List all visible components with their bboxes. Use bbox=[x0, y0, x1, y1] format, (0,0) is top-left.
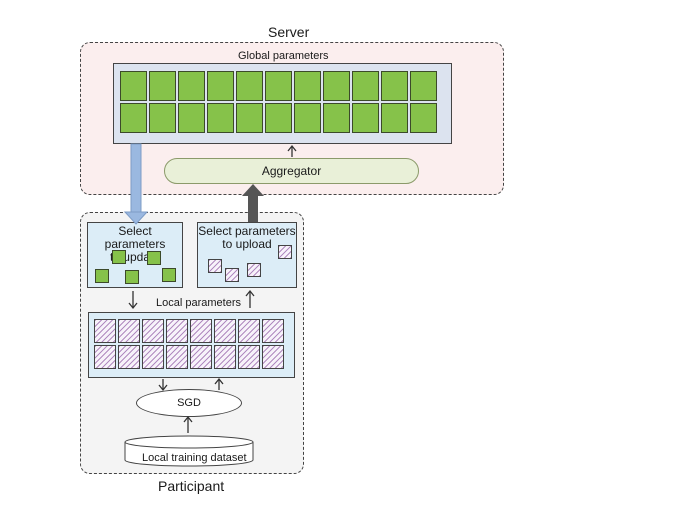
global-param-cell bbox=[207, 103, 234, 133]
global-param-cell bbox=[381, 103, 408, 133]
select-upload-panel: Select parameters to upload bbox=[197, 222, 297, 288]
global-param-cell bbox=[410, 71, 437, 101]
update-to-local-arrow bbox=[128, 291, 138, 310]
selected-param-square bbox=[125, 270, 139, 284]
local-param-cell bbox=[118, 345, 140, 369]
local-param-cell bbox=[262, 345, 284, 369]
upload-arrow bbox=[242, 184, 264, 222]
local-parameters-panel bbox=[88, 312, 295, 378]
local-param-cell bbox=[214, 319, 236, 343]
global-param-cell bbox=[265, 71, 292, 101]
global-param-cell bbox=[149, 71, 176, 101]
local-param-cell bbox=[94, 319, 116, 343]
upload-param-square bbox=[278, 245, 292, 259]
dataset-to-sgd-arrow bbox=[183, 415, 193, 433]
global-param-cell bbox=[149, 103, 176, 133]
local-to-sgd-arrow bbox=[158, 379, 168, 392]
select-upload-label: Select parameters to upload bbox=[198, 225, 296, 251]
local-param-cell bbox=[262, 319, 284, 343]
selected-param-square bbox=[162, 268, 176, 282]
participant-title: Participant bbox=[158, 478, 225, 494]
download-arrow bbox=[123, 143, 149, 225]
select-upload-label-line2: to upload bbox=[222, 237, 272, 251]
sgd-label: SGD bbox=[177, 397, 201, 409]
upload-param-square bbox=[225, 268, 239, 282]
local-to-upload-arrow bbox=[245, 289, 255, 308]
upload-param-square bbox=[208, 259, 222, 273]
local-parameters-grid bbox=[94, 319, 284, 369]
global-parameters-panel bbox=[113, 63, 452, 144]
global-param-cell bbox=[236, 71, 263, 101]
global-param-cell bbox=[294, 71, 321, 101]
selected-param-square bbox=[147, 251, 161, 265]
global-param-cell bbox=[265, 103, 292, 133]
local-param-cell bbox=[166, 345, 188, 369]
local-param-cell bbox=[142, 345, 164, 369]
global-param-cell bbox=[323, 71, 350, 101]
local-param-cell bbox=[142, 319, 164, 343]
global-param-cell bbox=[120, 103, 147, 133]
select-update-label-line1: Select parameters bbox=[104, 224, 166, 251]
global-param-cell bbox=[352, 71, 379, 101]
global-param-cell bbox=[410, 103, 437, 133]
global-param-cell bbox=[323, 103, 350, 133]
global-param-cell bbox=[294, 103, 321, 133]
local-param-cell bbox=[190, 345, 212, 369]
local-param-cell bbox=[238, 345, 260, 369]
select-upload-label-line1: Select parameters bbox=[198, 224, 296, 238]
global-param-cell bbox=[381, 71, 408, 101]
local-param-cell bbox=[238, 319, 260, 343]
server-title: Server bbox=[268, 24, 310, 40]
local-param-cell bbox=[214, 345, 236, 369]
global-parameters-grid bbox=[120, 71, 437, 133]
global-param-cell bbox=[236, 103, 263, 133]
sgd-to-local-arrow bbox=[214, 377, 224, 390]
dataset-cylinder bbox=[124, 435, 254, 467]
global-parameters-label: Global parameters bbox=[238, 50, 329, 62]
sgd-node: SGD bbox=[136, 389, 242, 417]
local-param-cell bbox=[118, 319, 140, 343]
upload-param-square bbox=[247, 263, 261, 277]
aggregator-to-global-arrow bbox=[287, 144, 297, 157]
global-param-cell bbox=[120, 71, 147, 101]
aggregator-node: Aggregator bbox=[164, 158, 419, 184]
local-parameters-label: Local parameters bbox=[156, 297, 241, 309]
aggregator-label: Aggregator bbox=[261, 164, 322, 178]
global-param-cell bbox=[207, 71, 234, 101]
global-param-cell bbox=[178, 103, 205, 133]
selected-param-square bbox=[112, 250, 126, 264]
local-param-cell bbox=[190, 319, 212, 343]
dataset-label: Local training dataset bbox=[142, 452, 247, 464]
global-param-cell bbox=[178, 71, 205, 101]
select-update-panel: Select parameters to update bbox=[87, 222, 183, 288]
local-param-cell bbox=[94, 345, 116, 369]
global-param-cell bbox=[352, 103, 379, 133]
local-param-cell bbox=[166, 319, 188, 343]
selected-param-square bbox=[95, 269, 109, 283]
